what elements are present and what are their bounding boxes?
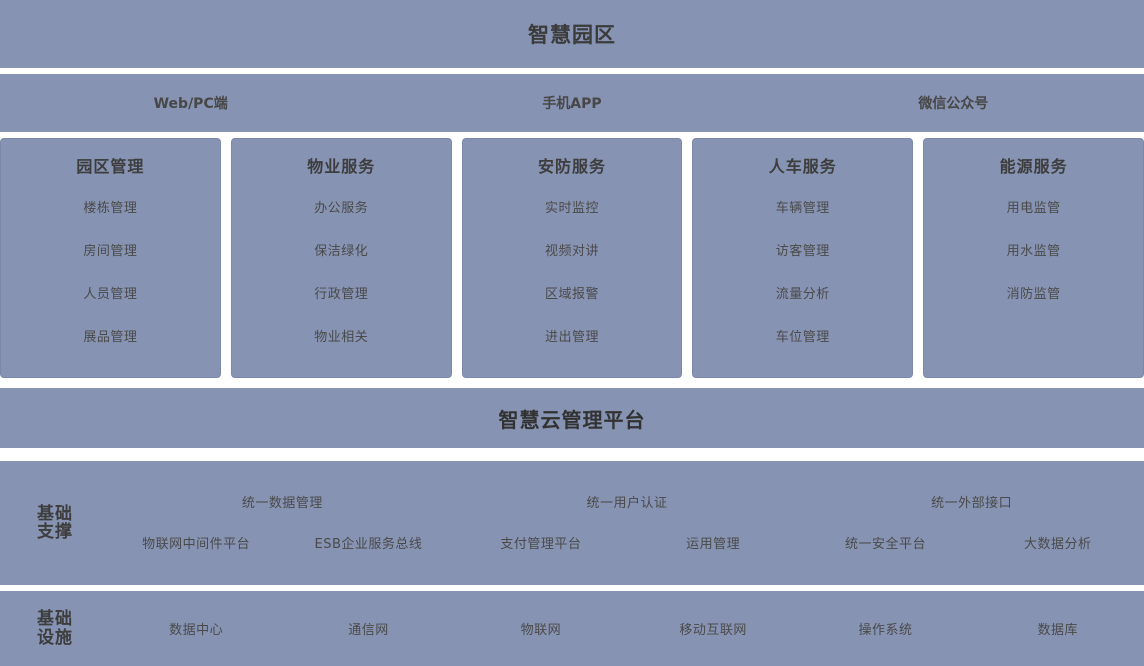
service-item[interactable]: 视频对讲	[544, 244, 599, 259]
service-card-title: 能源服务	[999, 157, 1068, 176]
service-item[interactable]: 行政管理	[314, 287, 369, 302]
infrastructure-layer-label: 基础 设施	[0, 610, 110, 647]
service-item[interactable]: 进出管理	[544, 330, 599, 345]
service-card-park-management[interactable]: 园区管理 楼栋管理 房间管理 人员管理 展品管理	[0, 138, 221, 378]
support-item-iot-middleware-platform[interactable]: 物联网中间件平台	[142, 537, 251, 552]
service-item[interactable]: 车位管理	[775, 330, 830, 345]
infrastructure-item-mobile-internet[interactable]: 移动互联网	[679, 623, 747, 638]
access-layer-band: Web/PC端 手机APP 微信公众号	[0, 74, 1144, 132]
infrastructure-item-communication-network[interactable]: 通信网	[348, 623, 389, 638]
service-item[interactable]: 区域报警	[544, 287, 599, 302]
service-item[interactable]: 人员管理	[83, 287, 138, 302]
infrastructure-item-iot[interactable]: 物联网	[520, 623, 562, 638]
service-item[interactable]: 房间管理	[83, 244, 138, 259]
service-item[interactable]: 实时监控	[544, 201, 599, 216]
access-channel-wechat-official[interactable]: 微信公众号	[918, 96, 989, 112]
platform-layer-band: 智慧云管理平台	[0, 388, 1144, 448]
service-card-property-service[interactable]: 物业服务 办公服务 保洁绿化 行政管理 物业相关	[230, 138, 452, 378]
support-item-unified-security-platform[interactable]: 统一安全平台	[844, 537, 926, 552]
support-item-unified-external-interface[interactable]: 统一外部接口	[931, 496, 1013, 511]
service-item[interactable]: 车辆管理	[775, 201, 830, 216]
platform-title: 智慧云管理平台	[498, 407, 646, 432]
infrastructure-layer-band: 基础 设施 数据中心 通信网 物联网 移动互联网 操作系统 数据库	[0, 591, 1144, 666]
service-card-people-vehicle-service[interactable]: 人车服务 车辆管理 访客管理 流量分析 车位管理	[692, 138, 914, 378]
support-layer-band: 基础 支撑 统一数据管理 统一用户认证 统一外部接口 物联网中间件平台 ESB企…	[0, 461, 1144, 585]
service-card-security-service[interactable]: 安防服务 实时监控 视频对讲 区域报警 进出管理	[461, 138, 683, 378]
support-item-payment-management-platform[interactable]: 支付管理平台	[500, 537, 582, 552]
service-item[interactable]: 用水监管	[1006, 244, 1061, 259]
service-item[interactable]: 消防监管	[1006, 287, 1061, 302]
support-item-big-data-analysis[interactable]: 大数据分析	[1024, 537, 1092, 552]
infrastructure-item-operating-system[interactable]: 操作系统	[858, 623, 913, 638]
support-item-esb-enterprise-service-bus[interactable]: ESB企业服务总线	[314, 537, 423, 552]
service-card-title: 人车服务	[768, 157, 837, 176]
support-top-row: 统一数据管理 统一用户认证 统一外部接口	[110, 492, 1144, 511]
service-item[interactable]: 办公服务	[314, 201, 369, 216]
service-item[interactable]: 展品管理	[83, 330, 138, 345]
infrastructure-layer-label-line1: 基础	[37, 609, 73, 630]
support-item-unified-data-management[interactable]: 统一数据管理	[241, 496, 323, 511]
infrastructure-layer-label-line2: 设施	[37, 627, 73, 648]
service-card-title: 物业服务	[307, 157, 376, 176]
support-layer-label: 基础 支撑	[0, 503, 110, 542]
access-channel-web-pc[interactable]: Web/PC端	[153, 96, 228, 112]
service-item[interactable]: 物业相关	[314, 330, 369, 345]
service-item[interactable]: 用电监管	[1006, 201, 1061, 216]
service-item[interactable]: 访客管理	[775, 244, 830, 259]
support-item-operation-management[interactable]: 运用管理	[686, 537, 741, 552]
service-card-energy-service[interactable]: 能源服务 用电监管 用水监管 消防监管	[923, 138, 1144, 378]
service-item[interactable]: 楼栋管理	[83, 201, 138, 216]
service-layer-row: 园区管理 楼栋管理 房间管理 人员管理 展品管理 物业服务 办公服务 保洁绿化 …	[0, 138, 1144, 378]
access-channel-mobile-app[interactable]: 手机APP	[542, 96, 602, 112]
infrastructure-item-database[interactable]: 数据库	[1037, 623, 1079, 638]
service-card-title: 园区管理	[76, 157, 145, 176]
infrastructure-item-data-center[interactable]: 数据中心	[169, 623, 224, 638]
title-band: 智慧园区	[0, 0, 1144, 68]
support-layer-label-line1: 基础	[37, 503, 73, 524]
page-title: 智慧园区	[528, 23, 616, 47]
support-bottom-row: 物联网中间件平台 ESB企业服务总线 支付管理平台 运用管理 统一安全平台 大数…	[110, 533, 1144, 552]
service-item[interactable]: 保洁绿化	[314, 244, 369, 259]
support-layer-label-line2: 支撑	[37, 522, 73, 542]
service-card-title: 安防服务	[537, 157, 606, 176]
support-layer-body: 统一数据管理 统一用户认证 统一外部接口 物联网中间件平台 ESB企业服务总线 …	[110, 461, 1144, 585]
service-item[interactable]: 流量分析	[775, 287, 830, 302]
support-item-unified-user-auth[interactable]: 统一用户认证	[586, 496, 668, 511]
infrastructure-layer-body: 数据中心 通信网 物联网 移动互联网 操作系统 数据库	[110, 619, 1144, 638]
